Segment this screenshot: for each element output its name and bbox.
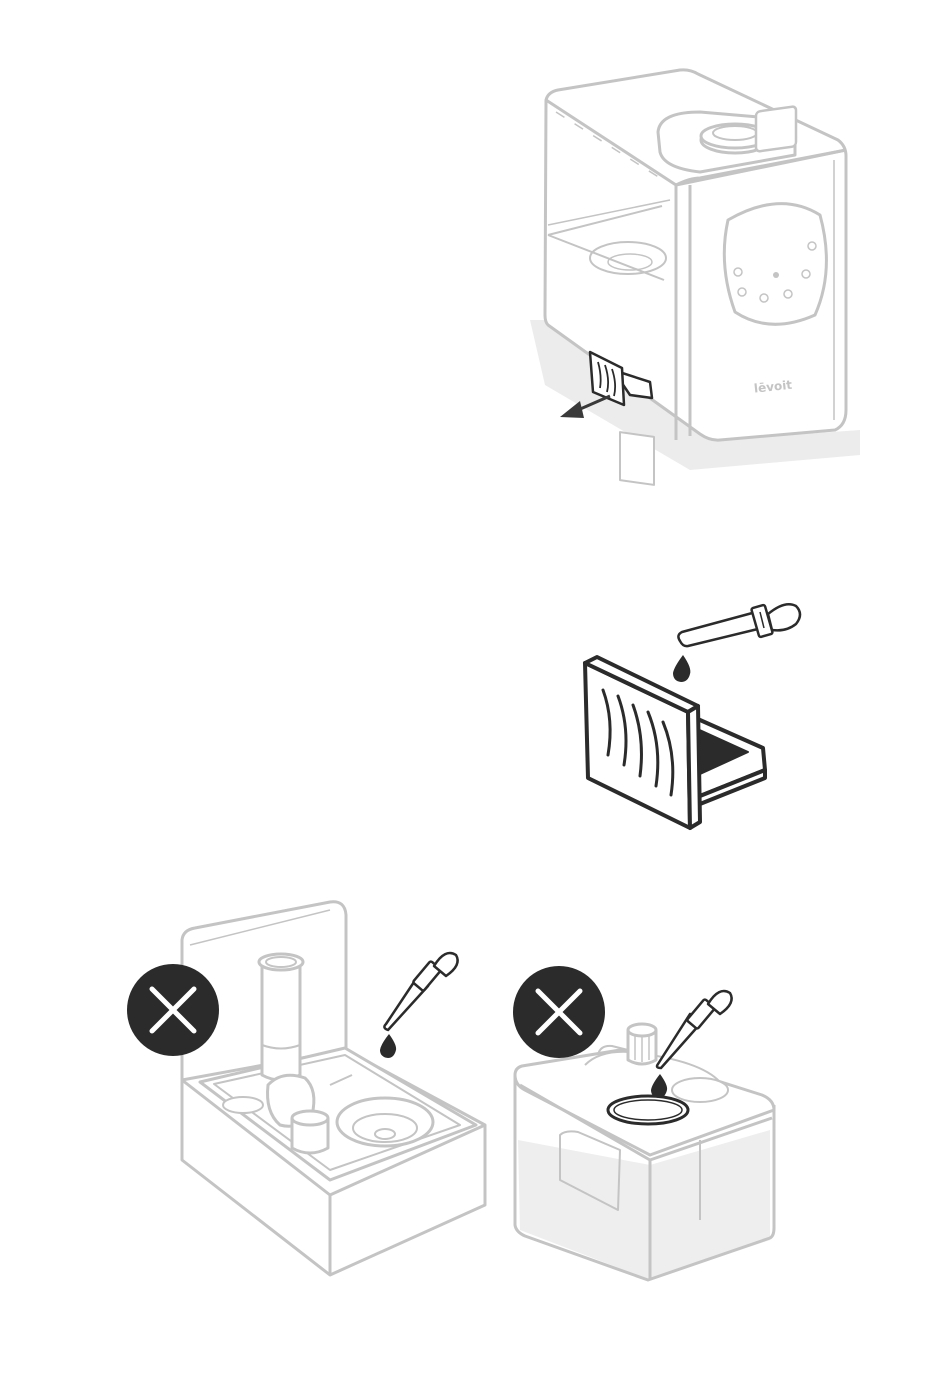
aroma-tray[interactable] (585, 657, 765, 828)
aroma-pad-illustration (580, 600, 810, 835)
dropper-icon (678, 604, 800, 646)
base-illustration (120, 895, 500, 1285)
step-add-oil-to-aroma-pad (580, 600, 810, 835)
tank-illustration (505, 955, 785, 1290)
water-tank (515, 1024, 774, 1280)
dropper-icon (384, 953, 457, 1030)
oil-drop-icon (673, 655, 690, 682)
prohibited-icon (513, 966, 605, 1058)
dropper-icon (657, 991, 732, 1068)
oil-drop-icon (380, 1034, 396, 1058)
humidifier-illustration: lēvoit (520, 60, 860, 480)
step-remove-aroma-tray: lēvoit (520, 60, 860, 480)
humidifier-body (545, 70, 846, 485)
step-do-not-add-oil-to-base (120, 895, 500, 1285)
step-do-not-add-oil-to-tank (505, 955, 785, 1290)
prohibited-icon (127, 964, 219, 1056)
